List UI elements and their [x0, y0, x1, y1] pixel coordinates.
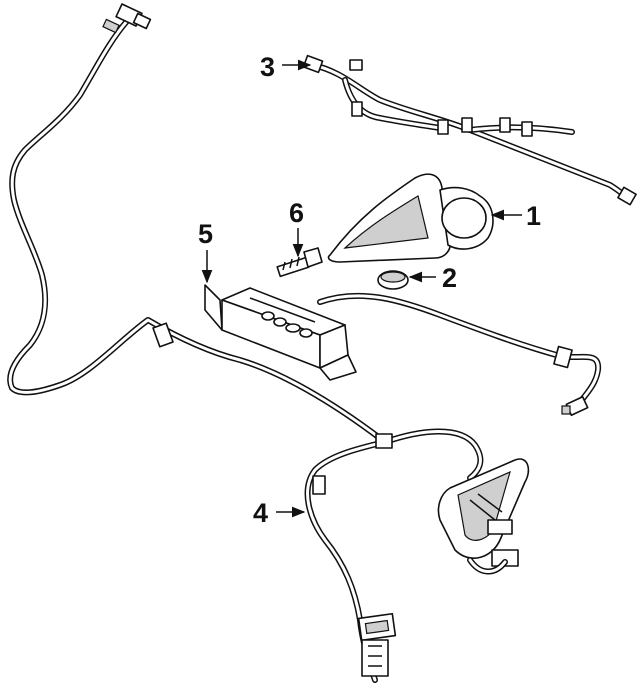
callout-4: 4 — [253, 498, 268, 528]
antenna-connector-bracket — [437, 458, 530, 575]
antenna-amplifier-module — [204, 284, 357, 381]
callout-3: 3 — [260, 52, 275, 82]
harness-clip — [152, 322, 174, 348]
callout-2: 2 — [442, 263, 457, 293]
roof-antenna-harness — [302, 54, 637, 206]
callout-6: 6 — [289, 198, 304, 228]
lower-harness-branch — [304, 428, 484, 683]
harness-top-connector — [102, 3, 152, 34]
mounting-bolt — [276, 247, 323, 278]
cable-clip-right — [553, 345, 573, 369]
roof-antenna-shark-fin — [327, 173, 494, 263]
callout-1: 1 — [526, 201, 541, 231]
harness-junction-clip — [375, 433, 393, 449]
amplifier-output-cable — [317, 292, 602, 408]
antenna-gasket — [377, 270, 409, 290]
cable-end-connector-right — [561, 395, 589, 417]
main-harness-cable — [7, 17, 388, 445]
lower-connector — [357, 612, 397, 677]
callout-5: 5 — [198, 219, 213, 249]
harness-mid-clip — [312, 475, 326, 495]
